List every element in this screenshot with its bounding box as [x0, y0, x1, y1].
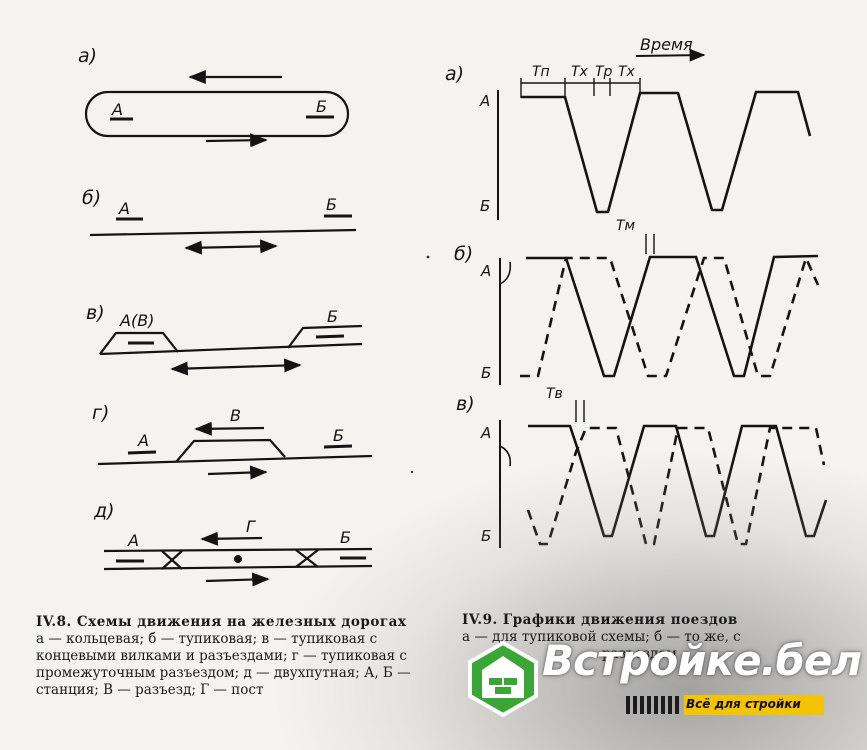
- panel-letter-a: а): [78, 45, 97, 67]
- arrow-left: [194, 421, 265, 436]
- print-speck: [410, 470, 414, 474]
- y-label-bottom: Б: [481, 527, 491, 545]
- arrow-right: [205, 133, 268, 148]
- logo-slogan-bar: [626, 695, 824, 715]
- scheme-g-passing-siding: г) В А Б: [92, 402, 373, 480]
- panel-letter-b: б): [82, 187, 101, 209]
- station-label-a: А: [111, 100, 123, 119]
- site-logo[interactable]: Встройке.бел Всё для стройки: [458, 634, 862, 724]
- train-path-solid: [528, 424, 828, 538]
- caption-title: IV.9. Графики движения поездов: [462, 612, 738, 628]
- crossover-right: [295, 549, 319, 568]
- graph-b: б) А Б Тм: [454, 218, 820, 385]
- y-label-bottom: Б: [481, 364, 491, 382]
- logo-slogan: Всё для стройки: [686, 697, 801, 711]
- siding-mark: [499, 445, 512, 467]
- station-label-b: Б: [326, 195, 337, 214]
- caption-line-2: разъездом: [602, 646, 677, 662]
- station-a-platform: [127, 450, 157, 455]
- station-label-b: Б: [333, 426, 344, 445]
- station-b-platform: [315, 334, 345, 339]
- logo-badge-icon: [468, 640, 538, 718]
- y-label-top: А: [479, 92, 490, 110]
- interval-tv: Тв: [546, 386, 563, 402]
- arrow-right: [205, 572, 270, 587]
- station-b-platform: [323, 444, 353, 449]
- panel-letter-d: д): [93, 500, 115, 522]
- graph-a: а) А Б Тп Тх Тр Тх: [445, 63, 812, 220]
- caption-body: а — кольцевая; б — тупиковая; в — тупико…: [36, 631, 411, 698]
- panel-letter-v: в): [456, 393, 475, 415]
- interval-tm: Тм: [616, 218, 636, 234]
- post-dot: [234, 555, 242, 563]
- interval-tx: Тх: [571, 64, 589, 80]
- caption-title: IV.8. Схемы движения на железных дорогах: [36, 614, 407, 630]
- time-axis-header: Время: [635, 35, 706, 62]
- print-speck: [426, 255, 430, 259]
- graph-v: в) А Б Тв: [456, 386, 828, 548]
- time-arrow: [635, 48, 706, 62]
- arrow-both: [184, 239, 278, 255]
- arrow-both: [170, 358, 302, 376]
- y-label-top: А: [480, 424, 491, 442]
- scheme-b-deadend: б) А Б: [82, 187, 357, 255]
- station-label-a: А: [118, 199, 130, 218]
- interval-ticks: [575, 400, 585, 422]
- caption-fig-iv9: IV.9. Графики движения поездов а — для т…: [462, 612, 862, 663]
- train-path-dashed: [526, 426, 826, 546]
- arrow-right: [207, 465, 268, 480]
- station-label-a-v: А(В): [119, 311, 154, 330]
- panel-letter-v: в): [86, 302, 105, 324]
- logo-brand-text: Встройке.бел: [542, 636, 862, 685]
- interval-ticks: [520, 78, 641, 98]
- panel-letter-a: а): [445, 63, 464, 85]
- train-path-dashed: [520, 254, 820, 378]
- interval-ticks: [645, 234, 655, 254]
- siding-label: В: [230, 406, 241, 425]
- time-axis-label: Время: [640, 35, 693, 54]
- y-label-bottom: Б: [480, 197, 490, 215]
- y-label-top: А: [480, 262, 491, 280]
- interval-tx-2: Тх: [618, 64, 636, 80]
- station-label-b: Б: [340, 528, 351, 547]
- track-lower: [103, 564, 373, 571]
- siding-mark: [499, 261, 512, 285]
- main-track: [99, 342, 363, 356]
- interval-tp: Тп: [532, 64, 550, 80]
- panel-letter-b: б): [454, 243, 473, 265]
- track-upper: [103, 547, 373, 553]
- station-label-b: Б: [316, 97, 327, 116]
- post-label: Г: [246, 517, 256, 536]
- main-track: [97, 454, 373, 466]
- arrow-left: [200, 531, 263, 546]
- ring-track: [84, 90, 350, 138]
- caption-fig-iv8: IV.8. Схемы движения на железных дорогах…: [36, 614, 431, 699]
- crossover-left: [161, 550, 183, 570]
- station-label-a: А: [137, 431, 149, 450]
- interval-tr: Тр: [595, 64, 613, 80]
- panel-letter-g: г): [92, 402, 109, 424]
- station-label-b: Б: [327, 307, 338, 326]
- station-label-a: А: [127, 531, 139, 550]
- single-track: [89, 228, 357, 237]
- scheme-d-double-track: д) Г А Б: [93, 500, 373, 587]
- scheme-a-ring: а) А Б: [78, 45, 350, 148]
- scheme-v-deadend-forks: в) А(В) Б: [86, 302, 363, 376]
- train-path: [521, 90, 812, 214]
- caption-line-1: а — для тупиковой схемы; б — то же, с: [462, 629, 741, 645]
